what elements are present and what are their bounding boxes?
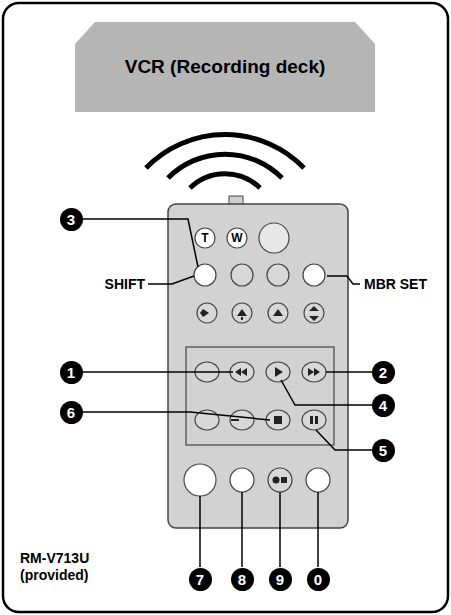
callout-number: 1 [60,361,83,384]
button-letter: W [231,231,242,245]
callout-number: 0 [307,568,330,591]
vcr-deck: VCR (Recording deck) [75,22,375,112]
callout-number: 6 [60,401,83,424]
callout-number: 3 [60,208,83,231]
callout-number: 8 [231,568,254,591]
callout-number: 2 [372,361,395,384]
callout-number: 5 [372,439,395,462]
callout-number: 7 [189,568,212,591]
model-name: RM-V713U (provided) [20,550,130,584]
part-name: MBR SET [364,276,427,292]
button-letter: T [201,231,208,245]
device-label: VCR (Recording deck) [125,56,326,78]
callout-number: 4 [372,394,395,417]
part-name: SHIFT [105,276,145,292]
callout-number: 9 [269,568,292,591]
